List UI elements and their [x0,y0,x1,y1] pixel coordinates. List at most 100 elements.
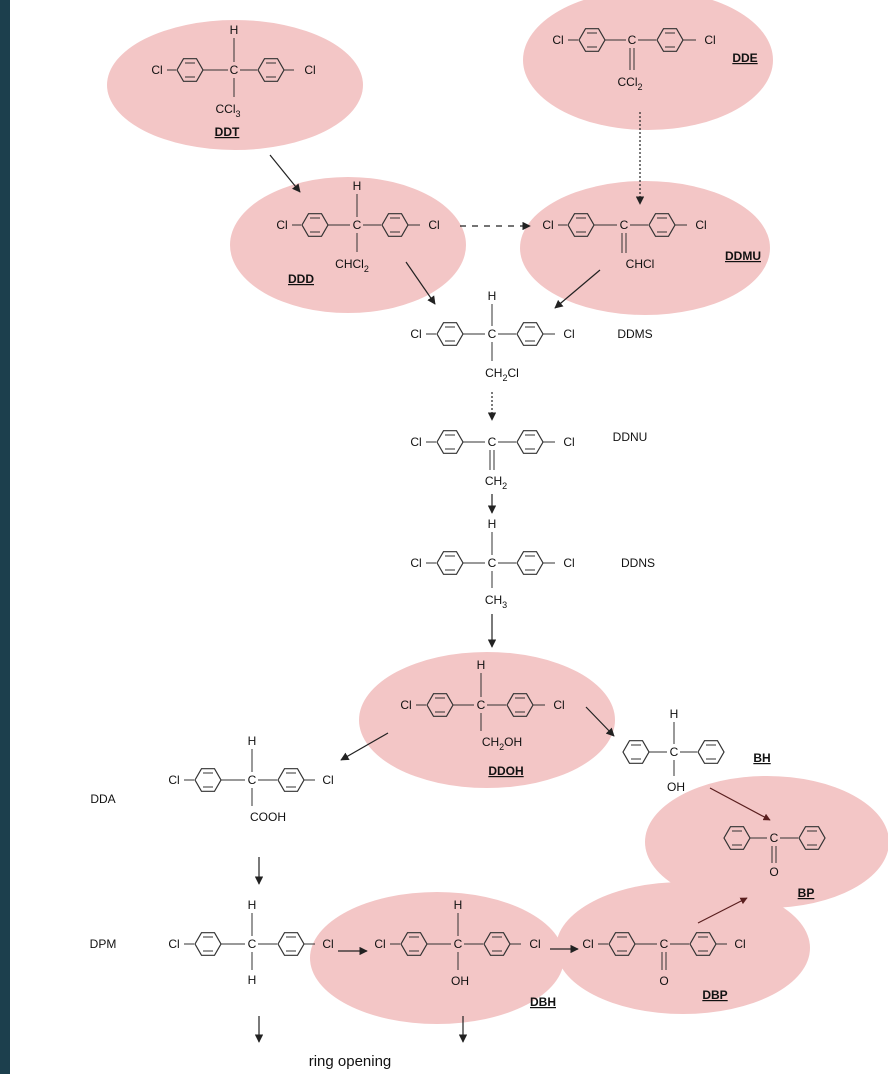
structure-ddns: Cl C Cl H CH3 [410,517,574,610]
cl-atom: Cl [151,63,162,77]
subscript: 2 [499,742,504,752]
chcl2-group: CHCl [335,257,364,271]
ch2cl-group-cl: Cl [508,366,519,380]
h-atom: H [488,289,497,303]
cl-atom: Cl [563,556,574,570]
c-atom: C [248,937,257,951]
ccl2-group: CCl [617,75,637,89]
subscript: 3 [502,600,507,610]
h-atom: H [477,658,486,672]
cl-atom: Cl [563,327,574,341]
cl-atom: Cl [410,556,421,570]
cl-atom: Cl [374,937,385,951]
structure-bp: C O [723,826,826,879]
highlight-ddmu [520,181,770,315]
c-atom: C [488,327,497,341]
arrow-ddoh-to-dda [340,732,389,761]
h-atom: H [488,517,497,531]
ch2cl-group: CH [485,366,502,380]
subscript: 2 [364,264,369,274]
cl-atom: Cl [304,63,315,77]
highlight-bp [645,776,888,908]
arrow-dbp-to-bp [697,897,748,924]
svg-text:CCl2: CCl2 [617,75,642,92]
o-atom: O [769,865,778,879]
cl-atom: Cl [552,33,563,47]
cl-atom: Cl [168,773,179,787]
oh-group: OH [451,974,469,988]
label-ddoh: DDOH [488,764,523,778]
label-dde: DDE [732,51,757,65]
label-ddmu: DDMU [725,249,761,263]
svg-text:CH3: CH3 [485,593,507,610]
cl-atom: Cl [704,33,715,47]
cl-atom: Cl [428,218,439,232]
subscript: 2 [502,373,507,383]
cl-atom: Cl [563,435,574,449]
ddt-degradation-pathway-diagram: Cl C Cl H CCl3 DDT Cl C Cl CCl2 DDE Cl C [90,0,888,1070]
subscript: 2 [502,481,507,491]
highlight-ellipses [107,0,888,1024]
label-dbh: DBH [530,995,556,1009]
highlight-ddoh [359,652,615,788]
c-atom: C [454,937,463,951]
cl-atom: Cl [553,698,564,712]
structure-bh: C H OH [622,707,725,794]
highlight-dbp [556,882,810,1014]
svg-text:CH2Cl: CH2Cl [485,366,519,383]
structure-ddms: Cl C Cl H CH2Cl [410,289,574,383]
structure-ddnu: Cl C Cl CH2 [410,430,575,491]
h-atom: H [230,23,239,37]
structure-dde: Cl C Cl CCl2 [552,28,716,92]
cl-atom: Cl [410,435,421,449]
h-atom: H [248,898,257,912]
cl-atom: Cl [322,773,333,787]
label-bh: BH [753,751,770,765]
c-atom: C [248,773,257,787]
cl-atom: Cl [529,937,540,951]
cl-atom: Cl [276,218,287,232]
label-ddnu: DDNU [613,430,648,444]
structure-dda: Cl C Cl H COOH [168,734,333,824]
c-atom: C [488,435,497,449]
c-atom: C [660,937,669,951]
ring-opening-label: ring opening [309,1053,392,1070]
h-atom: H [248,973,257,987]
cl-atom: Cl [734,937,745,951]
subscript: 2 [637,82,642,92]
h-atom: H [670,707,679,721]
label-ddns: DDNS [621,556,655,570]
structure-dpm: Cl C Cl H H [168,898,333,987]
arrow-ddt-to-ddd [269,154,301,193]
pathway-canvas: Cl C Cl H CCl3 DDT Cl C Cl CCl2 DDE Cl C [10,0,888,1074]
subscript: 3 [235,109,240,119]
structure-ddmu: Cl C Cl CHCl [542,213,707,271]
arrow-ddmu-to-ddms [554,269,601,309]
structure-ddd: Cl C Cl H CHCl2 [276,179,439,274]
highlight-dde [523,0,773,130]
h-atom: H [353,179,362,193]
cooh-group: COOH [250,810,286,824]
cl-atom: Cl [168,937,179,951]
ch2-group: CH [485,474,502,488]
svg-text:CCl3: CCl3 [215,102,240,119]
chcl-group: CHCl [626,257,655,271]
c-atom: C [770,831,779,845]
c-atom: C [620,218,629,232]
label-ddt: DDT [215,125,240,139]
highlight-ddt [107,20,363,150]
h-atom: H [454,898,463,912]
c-atom: C [230,63,239,77]
cl-atom: Cl [400,698,411,712]
label-dbp: DBP [702,988,727,1002]
highlight-ddd [230,177,466,313]
o-atom: O [659,974,668,988]
structure-dbp: Cl C Cl O [582,932,746,988]
label-dpm: DPM [90,937,117,951]
label-dda: DDA [90,792,115,806]
c-atom: C [477,698,486,712]
highlight-dbh [310,892,564,1024]
c-atom: C [628,33,637,47]
label-ddd: DDD [288,272,314,286]
cl-atom: Cl [582,937,593,951]
